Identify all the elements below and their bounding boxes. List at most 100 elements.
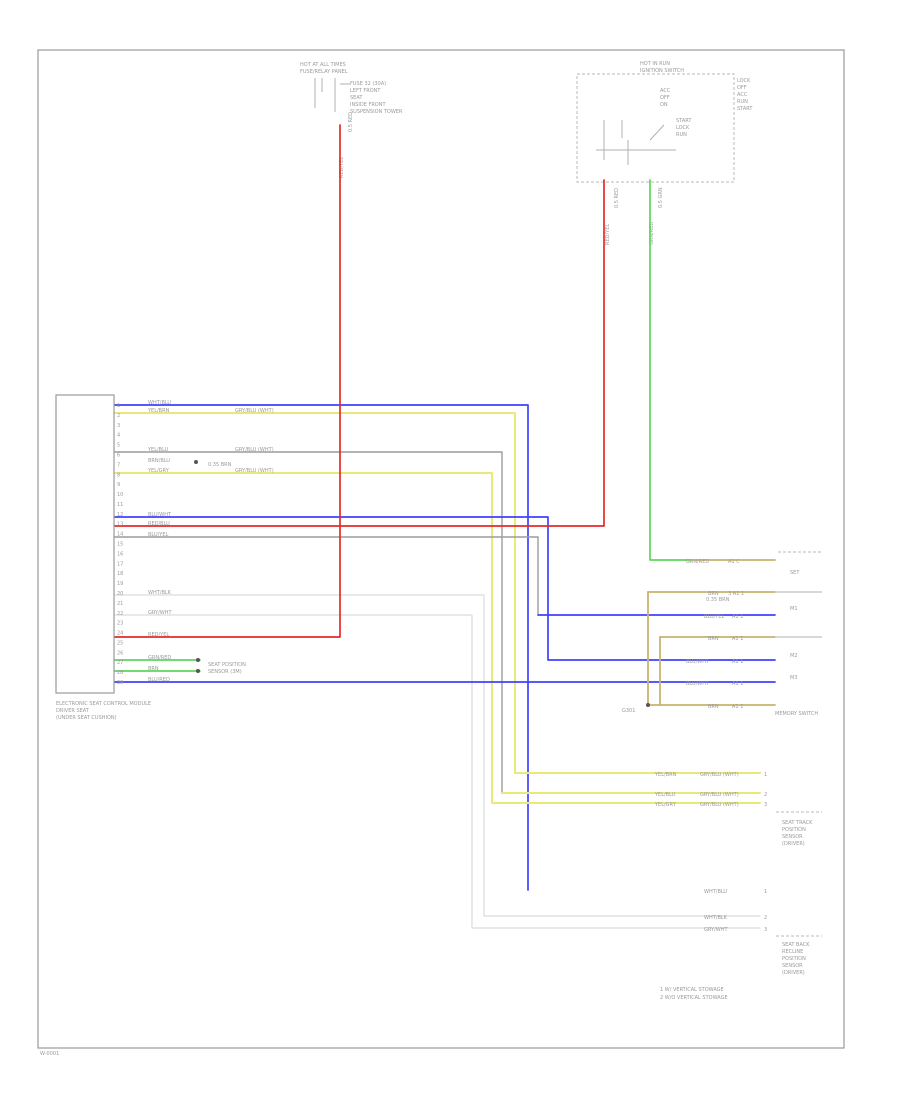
splice-dot-3 xyxy=(196,669,200,673)
wire-label-w24b: SEAT POSITION xyxy=(208,662,246,668)
fuse-size-label: 0.5 RED xyxy=(348,112,354,132)
ecu-pin-number: 24 xyxy=(117,631,123,637)
mem-row-4-pin: A1 1 xyxy=(732,636,743,642)
seat-track-row-2-wire2: GRY/BLU (WHT) xyxy=(700,792,739,798)
fuse-panel-detail-2: LEFT FRONT xyxy=(350,88,381,94)
ground-dot xyxy=(646,703,650,707)
ecu-pin-number: 3 xyxy=(117,423,120,429)
ecu-box xyxy=(55,394,115,694)
ignition-switch-box xyxy=(576,73,735,183)
splice-dot-2 xyxy=(196,658,200,662)
wire-blu-pin11 xyxy=(113,516,776,661)
ecu-pin-number: 14 xyxy=(117,532,123,538)
ecu-note: (UNDER SEAT CUSHION) xyxy=(56,715,117,721)
ecu-pin-number: 13 xyxy=(117,522,123,528)
ecu-pin-number: 7 xyxy=(117,462,120,468)
seat-back-name-2: RECLINE xyxy=(782,949,803,955)
fuse-panel-title: HOT AT ALL TIMES xyxy=(300,62,346,68)
wire-gry-pin5 xyxy=(113,451,503,794)
fuse-panel: HOT AT ALL TIMES FUSE/RELAY PANEL FUSE 3… xyxy=(300,62,403,178)
ignition-name: IGNITION SWITCH xyxy=(640,68,684,74)
ignition-wire-label-2: GRN/RED xyxy=(649,222,655,245)
seat-track-row-2-pin: 2 xyxy=(764,792,767,798)
ignition-wire-label: RED/YEL xyxy=(605,224,611,245)
ecu-pin-list: 1234567891011121314151617181920212223242… xyxy=(117,403,123,686)
ignition-detail-3: ACC xyxy=(737,92,748,98)
wire-blu-pin1 xyxy=(113,404,529,891)
wire-label-w13: BLU/YEL xyxy=(148,532,169,538)
mem-row-4-wire: BRN xyxy=(708,636,719,642)
wire-label-w1: WHT/BLU xyxy=(148,400,171,406)
ignition-detail-2: OFF xyxy=(737,85,747,91)
seat-back-row-3-pin: 3 xyxy=(764,927,767,933)
wire-olive-mem-c xyxy=(647,591,776,706)
mem-row-5-wire: BLU/WHT xyxy=(686,659,710,665)
ecu-pin-number: 15 xyxy=(117,542,123,548)
ecu-module: ELECTRONIC SEAT CONTROL MODULE DRIVER SE… xyxy=(55,394,151,721)
ignition-label-3: ON xyxy=(660,102,668,108)
mem-row-3-pin: A1 1 xyxy=(732,614,743,620)
ecu-pin-number: 10 xyxy=(117,492,123,498)
ignition-label-1: ACC xyxy=(660,88,671,94)
figure-code: W-0001 xyxy=(40,1051,59,1057)
mem-side-3: M3 xyxy=(790,675,798,681)
wire-label-w12: RED/BLU xyxy=(148,521,170,527)
seat-track-row-1-wire2: GRY/BLU (WHT) xyxy=(700,772,739,778)
ignition-label-4: START xyxy=(676,118,692,124)
mem-row-1-pin: A1 C xyxy=(728,559,740,565)
ecu-pin-number: 11 xyxy=(117,502,123,508)
ecu-pin-number: 18 xyxy=(117,571,123,577)
wire-label-w22: RED/YEL xyxy=(148,632,169,638)
ignition-size-label: 0.5 RED xyxy=(614,188,620,208)
fuse-panel-name: FUSE/RELAY PANEL xyxy=(300,69,348,75)
seat-back-row-2-wire: WHT/BLK xyxy=(704,915,728,921)
wire-wht-pin18 xyxy=(113,594,761,917)
note-1: 1 W/ VERTICAL STOWAGE xyxy=(660,987,724,993)
wire-yel-pin2 xyxy=(113,412,761,774)
wire-label-w11: BLU/WHT xyxy=(148,512,172,518)
wire-red-pin12 xyxy=(113,179,605,527)
seat-track-name-1: SEAT TRACK xyxy=(782,820,813,826)
wire-label-w6n: 0.35 BRN xyxy=(208,462,232,468)
seat-back-name-1: SEAT BACK xyxy=(782,942,810,948)
mem-row-1-wire: GRN/RED xyxy=(686,559,709,565)
seat-track-name-3: SENSOR xyxy=(782,834,803,840)
mem-row-6-wire: BLU/WHT xyxy=(686,681,710,687)
ecu-pin-number: 20 xyxy=(117,591,123,597)
seat-track-name-4: (DRIVER) xyxy=(782,841,805,847)
diagram-notes: 1 W/ VERTICAL STOWAGE 2 W/O VERTICAL STO… xyxy=(660,987,728,1001)
seat-back-name-5: (DRIVER) xyxy=(782,970,805,976)
ecu-location: DRIVER SEAT xyxy=(56,708,90,714)
seat-track-name-2: POSITION xyxy=(782,827,806,833)
seat-back-name-3: POSITION xyxy=(782,956,806,962)
ecu-pin-number: 5 xyxy=(117,443,120,449)
mem-sub: 0.35 BRN xyxy=(706,597,730,603)
wire-grn-ignition xyxy=(649,179,691,561)
wire-label-w5b: GRY/BLU (WHT) xyxy=(235,447,274,453)
mem-row-2-pin: 3 A1 1 xyxy=(728,591,744,597)
wire-label-w18: WHT/BLK xyxy=(148,590,172,596)
note-2: 2 W/O VERTICAL STOWAGE xyxy=(660,995,728,1001)
mem-side-4: SET xyxy=(790,570,800,576)
ecu-pin-number: 17 xyxy=(117,561,123,567)
fuse-panel-detail-1: FUSE 32 (30A) xyxy=(350,81,386,87)
mem-row-7-wire: BRN xyxy=(708,704,719,710)
ecu-pin-number: 19 xyxy=(117,581,123,587)
ecu-pin-number: 28 xyxy=(117,670,123,676)
seat-back-name-4: SENSOR xyxy=(782,963,803,969)
diagram-frame xyxy=(37,49,845,1049)
wire-label-w20: GRY/WHT xyxy=(148,610,172,616)
wire-red-pin22 xyxy=(113,124,341,638)
seat-track-sensor: YEL/BRN GRY/BLU (WHT) 1 YEL/BLU GRY/BLU … xyxy=(654,772,822,847)
ecu-pin-number: 2 xyxy=(117,413,120,419)
memory-switch-name: MEMORY SWITCH xyxy=(775,711,818,717)
ignition-detail-5: START xyxy=(737,106,753,112)
ignition-size-label-2: 0.5 GRN xyxy=(658,187,664,208)
splice-dot-1 xyxy=(194,460,198,464)
wire-label-w25b: SENSOR (3M) xyxy=(208,669,242,675)
wire-label-w5: YEL/BLU xyxy=(147,447,169,453)
ecu-pin-number: 12 xyxy=(117,512,123,518)
fuse-panel-detail-5: SUSPENSION TOWER xyxy=(350,109,403,115)
ecu-pin-number: 8 xyxy=(117,472,120,478)
ecu-pin-number: 4 xyxy=(117,433,120,439)
